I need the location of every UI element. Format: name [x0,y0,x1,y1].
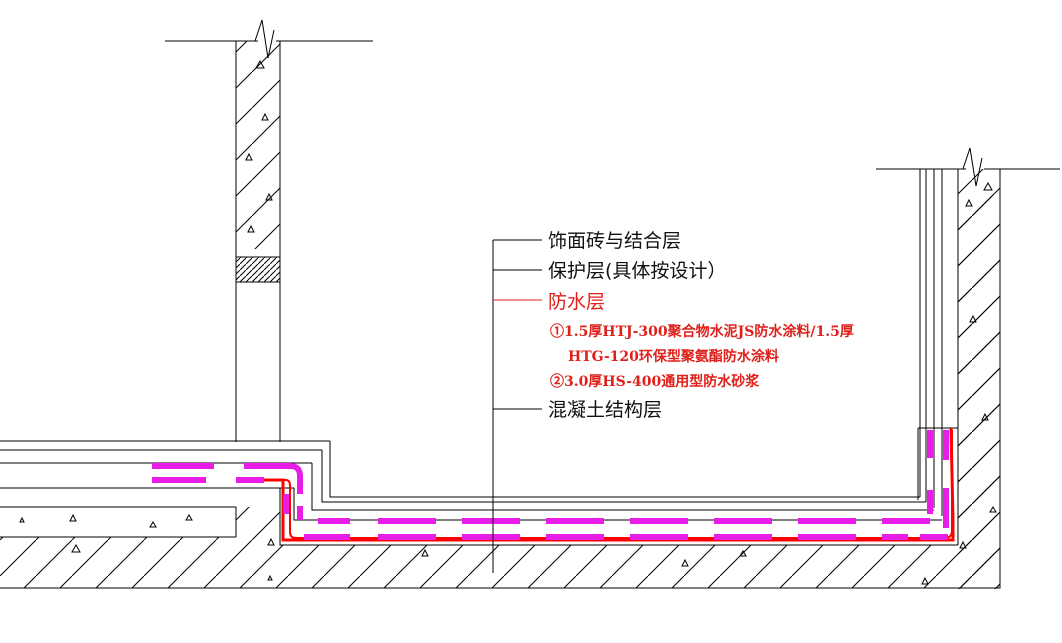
label-concrete-layer: 混凝土结构层 [548,399,662,421]
label-waterproof-spec-1a: ①1.5厚HTJ-300聚合物水泥JS防水涂料/1.5厚 [550,323,854,340]
pit-finish-layers [293,441,942,521]
label-waterproof-spec-1b: HTG-120环保型聚氨酯防水涂料 [568,348,779,365]
structural-slab [0,195,1001,589]
left-wall [165,19,373,442]
label-waterproof-spec-2: ②3.0厚HS-400通用型防水砂浆 [550,373,760,390]
leader-line [492,239,542,573]
label-waterproof-layer: 防水层 [548,291,605,313]
label-tile-layer: 饰面砖与结合层 [548,230,681,252]
waterproof-layer [152,427,955,542]
right-wall [876,147,1060,589]
label-protective-layer: 保护层(具体按设计） [548,260,726,282]
wall-insert-block [235,256,281,283]
